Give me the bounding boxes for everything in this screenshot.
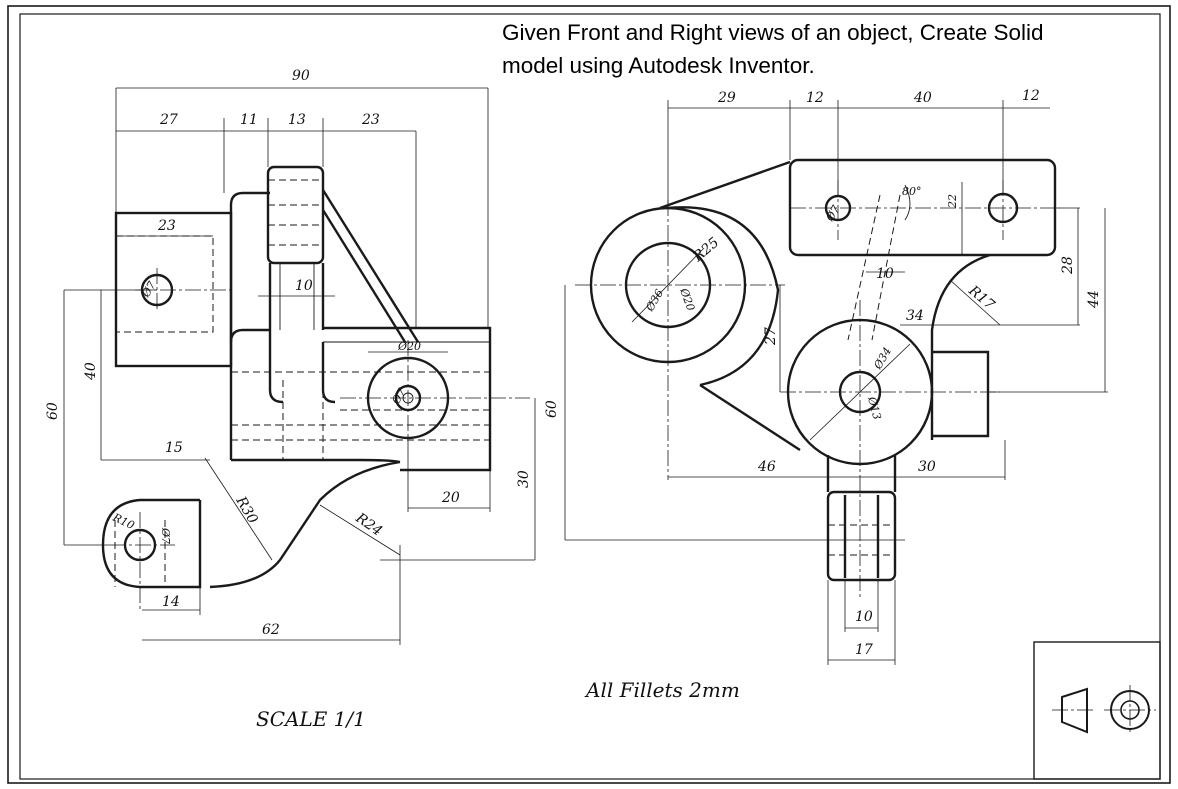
dim-46: 46 [757,459,776,475]
dim-44: 44 [1086,290,1102,309]
dim-r17: R17 [965,282,998,313]
dim-10-slot: 10 [876,266,894,282]
front-view: 90 27 11 13 23 23 10 40 60 15 R30 R10 Ø7… [45,68,536,731]
dim-r10: R10 [110,511,137,533]
projection-symbol-icon [1033,641,1161,780]
dim-22: 22 [946,194,959,209]
scale-note: SCALE 1/1 [256,707,366,731]
dim-10: 10 [295,278,313,294]
dim-34: 34 [906,308,924,324]
front-view-dimensions [63,87,536,645]
assignment-title: Given Front and Right views of an object… [502,20,1044,78]
dim-r30: R30 [232,493,261,527]
dim-dia13: Ø13 [865,394,884,421]
fillets-note: All Fillets 2mm [584,678,740,702]
dim-40: 40 [83,362,99,381]
dim-30-r: 30 [918,459,936,475]
dim-dia7-block: Ø7 [139,279,159,300]
sheet-border [7,5,1171,784]
dim-11: 11 [240,112,258,128]
dim-29: 29 [717,90,736,106]
dim-dia36: Ø36 [643,287,666,314]
dim-27: 27 [159,112,178,128]
dim-62: 62 [262,622,280,638]
dim-15: 15 [165,440,183,456]
dim-23-top: 23 [361,112,380,128]
dim-17: 17 [855,642,873,658]
right-view: 29 12 40 12 80° 22 R25 10 28 44 R17 34 Ø… [544,88,1108,702]
dim-80-deg: 80° [902,185,922,198]
right-view-dimensions [564,100,1108,665]
dim-dia20: Ø20 [397,340,421,353]
dim-30: 30 [516,470,532,488]
dim-dia20-r: Ø20 [677,286,697,313]
dim-dia34: Ø34 [871,345,894,372]
dim-10-lug: 10 [855,609,873,625]
dim-40-top: 40 [913,90,932,106]
dim-23-inner: 23 [157,218,176,234]
dim-27: 27 [763,327,779,346]
dim-13: 13 [288,112,306,128]
dim-90: 90 [292,68,310,84]
dim-60-r: 60 [544,400,560,418]
dim-12-right: 12 [1022,88,1040,104]
dim-dia7-boss: Ø7 [389,386,409,407]
dim-14: 14 [162,594,180,610]
dim-dia7-lug: Ø7 [159,527,172,544]
dim-r25: R25 [690,235,723,266]
dim-28: 28 [1060,256,1076,275]
dim-12-left: 12 [806,90,824,106]
dim-20: 20 [441,490,460,506]
dim-60: 60 [45,402,61,420]
